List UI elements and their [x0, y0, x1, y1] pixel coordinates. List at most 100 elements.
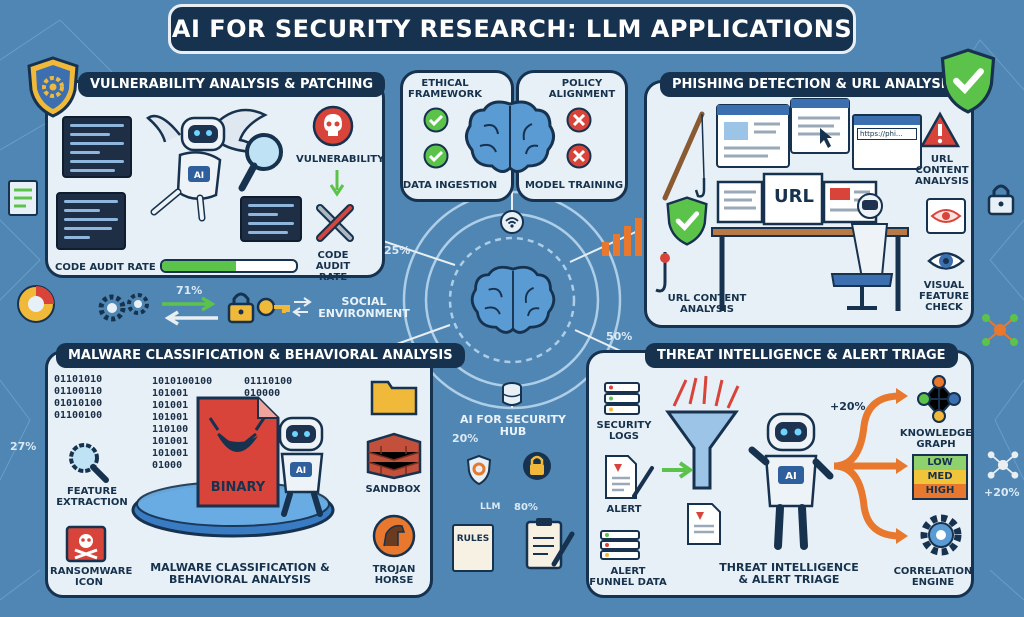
code-audit-rate-label: CODE AUDIT RATE — [55, 262, 156, 273]
severity-med: MED — [914, 470, 966, 484]
ethical-framework-label: ETHICAL FRAMEWORK — [408, 78, 483, 100]
code-audit-progress-fill — [162, 261, 236, 271]
shield-check-icon — [940, 48, 996, 114]
trojan-horse-label: TROJAN HORSE — [372, 564, 416, 586]
rules-label: RULES — [456, 534, 490, 544]
url-monitor-label: URL — [774, 186, 814, 207]
rules-document: RULES — [452, 524, 494, 572]
server-icon — [604, 382, 640, 415]
model-training-label: MODEL TRAINING — [524, 180, 624, 191]
correlation-engine-label: CORRELATION ENGINE — [893, 566, 973, 588]
document-icon — [605, 455, 654, 499]
lock-icon — [523, 452, 551, 480]
phishing-panel-title: PHISHING DETECTION & URL ANALYSIS — [660, 72, 967, 97]
server-icon — [600, 530, 640, 560]
stat-llm-label: LLM — [480, 502, 501, 512]
lock-icon — [227, 292, 255, 324]
funnel-icon — [665, 375, 740, 490]
arrow-right-icon — [662, 461, 694, 479]
network-node-icon — [982, 314, 1018, 346]
stat-80-label: 80% — [514, 502, 538, 513]
wifi-icon — [500, 210, 524, 234]
binary-label: BINARY — [210, 480, 266, 495]
data-ingestion-label: DATA INGESTION — [402, 180, 498, 191]
code-window — [62, 116, 132, 178]
threat-caption-label: THREAT INTELLIGENCE & ALERT TRIAGE — [719, 561, 859, 586]
robot-ai-tag: AI — [785, 471, 796, 482]
url-address-window: https://phi... — [852, 114, 922, 170]
document-icon — [8, 180, 38, 216]
code-audit-progress-bar — [160, 259, 298, 273]
warning-icon — [919, 111, 961, 148]
alert-label: ALERT — [606, 504, 642, 515]
down-arrow-icon — [329, 170, 345, 197]
horse-icon — [372, 514, 416, 558]
url-content-analysis-left-label: URL CONTENT ANALYSIS — [667, 293, 747, 315]
database-icon — [502, 382, 522, 406]
phishing-hook-icon — [655, 252, 670, 293]
robot-icon: AI — [748, 412, 834, 550]
robot-icon: AI — [278, 416, 324, 517]
check-icon — [423, 143, 449, 169]
vulnerability-label: VULNERABILITY — [296, 154, 385, 165]
malware-panel-title: MALWARE CLASSIFICATION & BEHAVIORAL ANAL… — [56, 343, 465, 368]
binary-stream: 1010100100 101001 101001 101001 110100 1… — [152, 376, 213, 471]
severity-stack: LOW MED HIGH — [912, 454, 968, 500]
ransomware-icon-label: RANSOMWARE ICON — [50, 566, 133, 588]
plus20-label: +20% — [830, 400, 866, 413]
shield-gear-icon — [27, 56, 79, 118]
robot-icon: AI — [145, 108, 268, 222]
hub-label: AI FOR SECURITY HUB — [459, 413, 567, 438]
stat-plus20-right-label: +20% — [984, 486, 1020, 499]
code-window — [56, 192, 126, 250]
binary-stream: 01101010 01100110 01010100 01100100 — [54, 374, 103, 421]
magnifier-icon — [238, 133, 283, 192]
gear-icon — [920, 514, 962, 556]
stat-20-label: 20% — [452, 432, 479, 445]
exchange-arrows-icon — [162, 296, 218, 326]
stat-25-label: 25% — [384, 244, 411, 257]
feature-extraction-label: FEATURE EXTRACTION — [56, 486, 128, 508]
threat-panel-title: THREAT INTELLIGENCE & ALERT TRIAGE — [645, 343, 958, 368]
pie-icon — [17, 285, 55, 323]
brain-icon — [465, 100, 555, 173]
social-environment-label: SOCIAL ENVIRONMENT — [318, 295, 410, 320]
cross-icon — [566, 143, 592, 169]
central-brain-icon — [470, 265, 556, 334]
eye-icon — [926, 198, 966, 234]
browser-window — [716, 104, 790, 168]
visual-feature-check-label: VISUAL FEATURE CHECK — [918, 280, 970, 313]
code-audit-rate-right-label: CODE AUDIT RATE — [315, 250, 351, 283]
stat-27-label: 27% — [10, 440, 37, 453]
shield-check-icon — [666, 196, 708, 246]
skull-icon — [312, 105, 354, 147]
shield-gear-icon — [466, 454, 492, 486]
ransomware-icon — [65, 525, 107, 563]
code-window — [240, 196, 302, 242]
stat-50-label: 50% — [606, 330, 633, 343]
triage-arrows — [833, 388, 908, 544]
lock-icon — [987, 184, 1015, 216]
url-address-bar: https://phi... — [857, 128, 917, 140]
clipboard-icon — [525, 518, 575, 570]
policy-alignment-label: POLICY ALIGNMENT — [548, 78, 616, 100]
wrench-icon — [316, 204, 354, 242]
key-icon — [256, 297, 312, 317]
sandbox-label: SANDBOX — [365, 484, 421, 495]
robot-ai-tag: AI — [296, 466, 306, 476]
brick-wall-icon — [366, 432, 422, 480]
network-node-icon — [987, 451, 1019, 479]
binary-stream: 01110100 010000 — [244, 376, 293, 399]
page-title: AI FOR SECURITY RESEARCH: LLM APPLICATIO… — [168, 4, 856, 54]
folder-icon — [370, 380, 418, 416]
vulnerability-panel-title: VULNERABILITY ANALYSIS & PATCHING — [78, 72, 386, 97]
gear-icon — [98, 293, 149, 322]
eye-icon — [927, 252, 965, 270]
phishing-hook-icon — [662, 111, 706, 201]
knowledge-graph-icon — [917, 375, 961, 423]
document-icon — [687, 503, 721, 545]
alert-funnel-data-label: ALERT FUNNEL DATA — [589, 566, 667, 588]
severity-high: HIGH — [914, 484, 966, 498]
knowledge-graph-label: KNOWLEDGE GRAPH — [899, 428, 973, 450]
severity-low: LOW — [914, 456, 966, 470]
